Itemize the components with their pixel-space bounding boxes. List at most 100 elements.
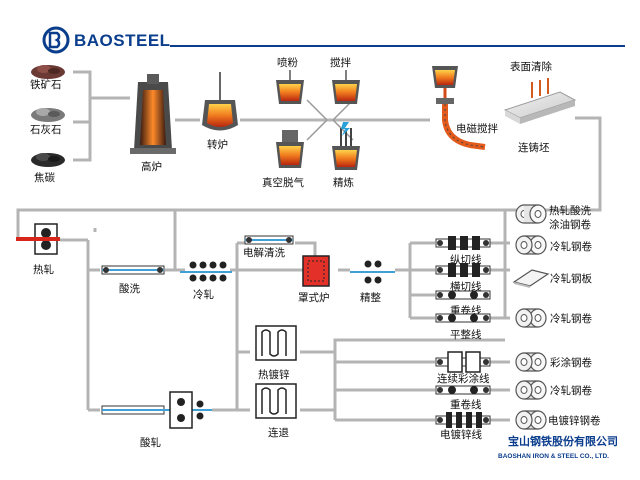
furnace-loop-icon	[255, 325, 297, 361]
label-hot-rolling: 热轧	[33, 263, 54, 276]
label-cold-rolled-coil: 冷轧钢卷	[550, 240, 592, 253]
label-cold-rolled-coil-3: 冷轧钢卷	[550, 384, 592, 397]
processing-line-icon	[435, 290, 491, 300]
connector-lines	[16, 70, 602, 422]
label-pickle-rolling: 酸轧	[140, 436, 161, 449]
processing-line-icon	[435, 412, 491, 428]
label-product-hot-pickled: 热轧酸洗 涂油钢卷	[549, 204, 594, 231]
steel-sheet-icon	[512, 269, 550, 288]
product-color-coated-coil: 彩涂钢卷	[515, 352, 592, 372]
label-color-coated-coil: 彩涂钢卷	[550, 356, 592, 369]
cold-rolling-mill: 冷轧	[180, 261, 232, 301]
furnace-loop-icon	[255, 383, 297, 419]
cleaning-line-icon	[244, 235, 294, 245]
electro-galvanizing-line: 电镀锌线	[435, 412, 491, 441]
converter: 转炉	[202, 72, 238, 151]
product-cold-rolled-sheet: 冷轧钢板	[512, 269, 592, 288]
continuous-annealing-line: 连退	[255, 383, 297, 439]
blast-furnace: 高炉	[130, 74, 176, 173]
label-coke: 焦碳	[34, 171, 55, 184]
slab-surface-cleaning: 表面清除 连铸坯	[503, 60, 577, 154]
label-powder-injection: 喷粉	[277, 56, 298, 69]
label-cold-rolling: 冷轧	[193, 288, 214, 301]
blast-furnace-icon	[130, 74, 176, 154]
raw-material-iron-ore: 铁矿石	[30, 65, 65, 91]
label-continuous-slab: 连铸坯	[518, 141, 550, 154]
rewinding-line-upper: 重卷线	[435, 290, 491, 317]
label-slitting-line: 纵切线	[450, 253, 482, 266]
ladle-icon	[332, 70, 360, 104]
vacuum-vessel-icon	[276, 130, 304, 168]
label-cold-rolled-sheet: 冷轧钢板	[550, 272, 592, 285]
label-cold-rolled-coil-2: 冷轧钢卷	[550, 312, 592, 325]
ladle-powder-injection: 喷粉	[276, 56, 304, 104]
label-converter: 转炉	[207, 138, 228, 151]
label-rewinding-line-2: 重卷线	[450, 398, 482, 411]
label-vacuum-degassing: 真空脱气	[262, 176, 304, 189]
label-electro-galvanizing-line: 电镀锌线	[440, 428, 482, 441]
ladle-stirring: 搅拌	[330, 56, 360, 104]
label-em-stirring: 电磁搅拌	[456, 122, 498, 135]
product-hot-pickled-oiled-coil: 热轧酸洗 涂油钢卷	[515, 204, 594, 231]
label-electro-galvanized-coil: 电镀锌钢卷	[548, 414, 601, 427]
product-cold-rolled-coil-3: 冷轧钢卷	[515, 380, 592, 400]
tundish-ladle-icon	[432, 66, 458, 104]
rewinding-line-lower: 重卷线	[435, 385, 491, 411]
label-iron-ore: 铁矿石	[30, 78, 62, 91]
tandem-mill-icon	[180, 261, 232, 282]
product-electro-galvanized-coil: 电镀锌钢卷	[515, 410, 601, 430]
ladle-vacuum-degassing: 真空脱气	[262, 130, 304, 189]
label-hot-dip-galvanizing: 热镀锌	[258, 368, 290, 381]
bell-furnace-icon	[302, 255, 330, 287]
label-blast-furnace: 高炉	[141, 160, 162, 173]
label-finishing: 精整	[360, 291, 381, 304]
hot-rolling-mill: 热轧	[16, 223, 60, 276]
label-temper-line: 平整线	[450, 328, 482, 341]
steel-coil-icon	[515, 204, 547, 224]
processing-line-icon	[435, 351, 491, 373]
label-cut-to-length-line: 横切线	[450, 280, 482, 293]
label-pickling: 酸洗	[119, 282, 140, 295]
label-refining: 精炼	[333, 176, 354, 189]
label-color-coating-line: 连续彩涂线	[437, 372, 490, 385]
steel-coil-icon	[515, 410, 547, 430]
finishing-stand: 精整	[350, 260, 395, 304]
label-continuous-annealing: 连退	[268, 426, 289, 439]
electrolytic-cleaning-line: 电解清洗	[243, 235, 294, 259]
finishing-stand-icon	[350, 260, 395, 284]
caster-strand-icon	[442, 104, 486, 150]
temper-line: 平整线	[435, 313, 491, 341]
baosteel-logo-icon	[42, 26, 70, 54]
pickle-rolling-line: 酸轧	[101, 391, 212, 449]
steel-coil-icon	[515, 380, 547, 400]
ladle-refining: 精炼	[332, 122, 360, 189]
color-coating-line: 连续彩涂线	[435, 351, 491, 385]
header: BAOSTEEL	[42, 26, 625, 54]
processing-line-icon	[435, 385, 491, 395]
product-cold-rolled-coil-1: 冷轧钢卷	[515, 235, 592, 255]
steel-coil-icon	[515, 235, 547, 255]
processing-line-icon	[435, 313, 491, 323]
continuous-caster: 电磁搅拌	[432, 66, 498, 150]
raw-material-coke: 焦碳	[31, 153, 65, 184]
secondary-refining: 喷粉 搅拌 真空脱气	[262, 56, 360, 189]
refining-electrodes-icon	[332, 122, 360, 170]
company-name-cn: 宝山钢铁股份有限公司	[508, 434, 618, 448]
ladle-icon	[276, 70, 304, 104]
converter-icon	[202, 72, 238, 131]
steel-coil-icon	[515, 352, 547, 372]
steel-coil-icon	[515, 308, 547, 328]
footer-company: 宝山钢铁股份有限公司 BAOSHAN IRON & STEEL CO., LTD…	[498, 434, 618, 460]
company-name-en: BAOSHAN IRON & STEEL CO., LTD.	[498, 453, 609, 460]
pickle-tandem-icon	[101, 391, 212, 429]
slab-icon	[503, 78, 577, 124]
coke-pile-icon	[31, 153, 65, 167]
pickling-line: 酸洗	[101, 265, 165, 295]
label-surface-cleaning: 表面清除	[510, 60, 552, 73]
slitting-line: 纵切线	[435, 236, 491, 266]
label-electrolytic-cleaning: 电解清洗	[243, 246, 285, 259]
logo-text: BAOSTEEL	[74, 31, 171, 50]
processing-line-icon	[435, 236, 491, 250]
product-cold-rolled-coil-2: 冷轧钢卷	[515, 308, 592, 328]
